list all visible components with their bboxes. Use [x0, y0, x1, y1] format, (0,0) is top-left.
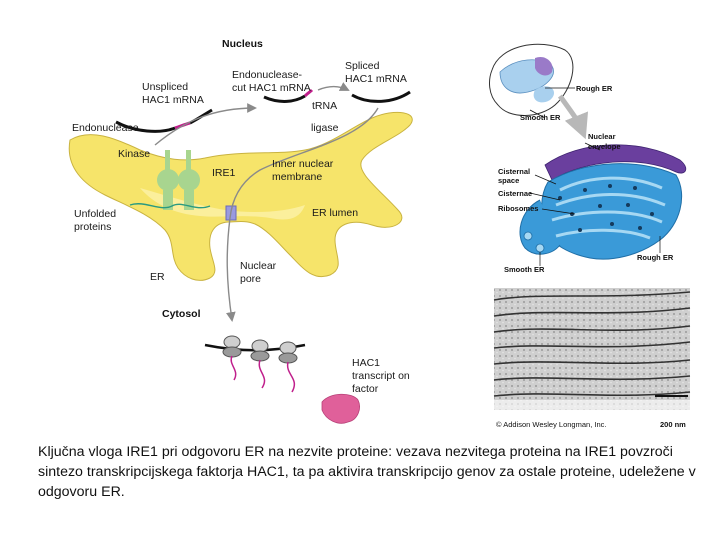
upr-diagram: Nucleus Unspliced HAC1 mRNA — [68, 38, 413, 424]
unspliced-mrna-label-1: Unspliced — [142, 81, 188, 93]
er-label: ER — [150, 271, 165, 283]
inner-membrane-label-1: Inner nuclear — [272, 158, 334, 170]
ire1-complex — [129, 150, 211, 210]
trna-ligase-label-1: tRNA — [312, 100, 337, 112]
cut-mrna — [263, 94, 306, 103]
rough-er-bottom-label: Rough ER — [637, 253, 674, 262]
kinase-label: Kinase — [118, 148, 150, 160]
er-structure-illustration: Rough ER Smooth ER — [489, 43, 691, 429]
cell-overview-sketch — [489, 43, 574, 116]
hac1-tf-label-1: HAC1 — [352, 357, 380, 369]
cisternal-space-label-1: Cisternal — [498, 167, 530, 176]
nuclear-envelope-label-1: Nuclear — [588, 132, 616, 141]
cisternal-space-label-2: space — [498, 176, 519, 185]
unfolded-proteins-label-1: Unfolded — [74, 208, 116, 220]
nuclear-envelope-label-2: envelope — [588, 142, 621, 151]
spliced-mrna-label-2: HAC1 mRNA — [345, 73, 407, 85]
cytosol-label: Cytosol — [162, 308, 201, 320]
hac1-tf-label-2: transcript on — [352, 370, 410, 382]
spliced-mrna-label-1: Spliced — [345, 60, 380, 72]
er-3d-drawing — [519, 144, 687, 260]
cut-mrna-label-2: cut HAC1 mRNA — [232, 82, 311, 94]
unspliced-mrna — [115, 120, 176, 133]
er-membrane-shape — [68, 111, 413, 281]
ribosomes-label: Ribosomes — [498, 204, 538, 213]
cisternae-label: Cisternae — [498, 189, 532, 198]
nucleus-label: Nucleus — [222, 38, 263, 50]
er-lumen-label: ER lumen — [312, 207, 358, 219]
smooth-er-bottom-label: Smooth ER — [504, 265, 545, 274]
ribosome-translation — [204, 335, 306, 393]
er-lumen-area — [140, 188, 305, 220]
cut-mrna-label-1: Endonuclease- — [232, 69, 303, 81]
electron-micrograph — [493, 288, 691, 410]
smooth-er-top-label: Smooth ER — [520, 113, 561, 122]
spliced-mrna — [351, 90, 411, 103]
copyright-label: © Addison Wesley Longman, Inc. — [496, 420, 606, 429]
nuclear-pore-label-2: pore — [240, 273, 261, 285]
unfolded-proteins-label-2: proteins — [74, 221, 111, 233]
inner-membrane-label-2: membrane — [272, 171, 322, 183]
rough-er-top-label: Rough ER — [576, 84, 613, 93]
endonuclease-label: Endonuclease — [72, 122, 139, 134]
hac1-tf-label-3: factor — [352, 383, 379, 395]
nuclear-pore-label-1: Nuclear — [240, 260, 277, 272]
scale-bar-label: 200 nm — [660, 420, 686, 429]
hac1-transcription-factor — [321, 393, 360, 424]
figure-caption: Ključna vloga IRE1 pri odgovoru ER na ne… — [38, 444, 696, 500]
unspliced-mrna-label-2: HAC1 mRNA — [142, 94, 204, 106]
ire1-label: IRE1 — [212, 167, 236, 179]
trna-ligase-label-2: ligase — [311, 122, 339, 134]
